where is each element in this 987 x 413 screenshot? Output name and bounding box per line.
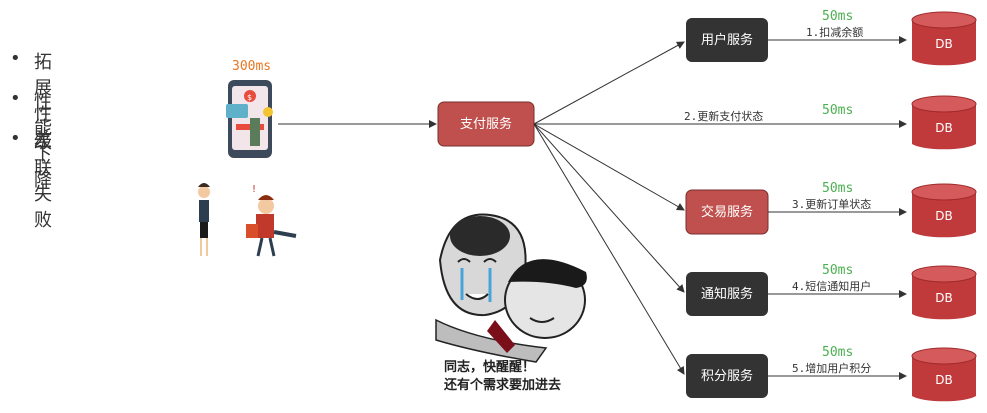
payment-service-label: 支付服务 — [460, 116, 512, 132]
trade-latency: 50ms — [822, 181, 853, 196]
db-cylinder: DB — [911, 11, 977, 66]
payment-to-trade-arrow — [533, 123, 685, 211]
trade-service-node: 交易服务 — [685, 189, 769, 235]
db-cylinder: DB — [911, 265, 977, 320]
payment-db-latency: 50ms — [822, 103, 853, 118]
user-service-node: 用户服务 — [686, 18, 768, 62]
client-latency: 300ms — [232, 59, 271, 74]
points-service-node: 积分服务 — [686, 354, 768, 398]
svg-text:$: $ — [247, 93, 252, 102]
people-icon: ! — [198, 183, 297, 257]
payment-to-user-arrow — [533, 41, 685, 125]
svg-text:DB: DB — [935, 373, 952, 387]
meme-caption-line2: 还有个需求要加进去 — [443, 377, 561, 393]
meme-caption-line1: 同志，快醒醒！ — [444, 359, 535, 375]
svg-text:DB: DB — [935, 121, 952, 135]
payment-to-notify-arrow — [533, 123, 685, 293]
user-service-label: 用户服务 — [701, 32, 753, 48]
svg-text:DB: DB — [935, 209, 952, 223]
trade-service-label: 交易服务 — [701, 204, 753, 220]
points-latency: 50ms — [822, 345, 853, 360]
svg-text:DB: DB — [935, 37, 952, 51]
trade-step-label: 3.更新订单状态 — [792, 197, 871, 211]
user-latency: 50ms — [822, 9, 853, 24]
points-service-label: 积分服务 — [701, 368, 753, 384]
db-cylinder: DB — [911, 95, 977, 150]
svg-text:!: ! — [252, 184, 256, 195]
phone-payment-icon: $ — [226, 80, 273, 158]
notify-step-label: 4.短信通知用户 — [792, 279, 871, 293]
notify-service-label: 通知服务 — [701, 286, 753, 302]
payment-to-points-arrow — [533, 123, 685, 375]
svg-text:DB: DB — [935, 291, 952, 305]
notify-latency: 50ms — [822, 263, 853, 278]
payment-step-label: 2.更新支付状态 — [684, 109, 763, 123]
points-step-label: 5.增加用户积分 — [792, 361, 871, 375]
db-cylinder: DB — [911, 183, 977, 238]
meme-image — [435, 213, 587, 363]
db-cylinder: DB — [911, 347, 977, 402]
payment-service-node: 支付服务 — [437, 101, 535, 147]
notify-service-node: 通知服务 — [686, 272, 768, 316]
user-step-label: 1.扣减余额 — [806, 25, 863, 39]
